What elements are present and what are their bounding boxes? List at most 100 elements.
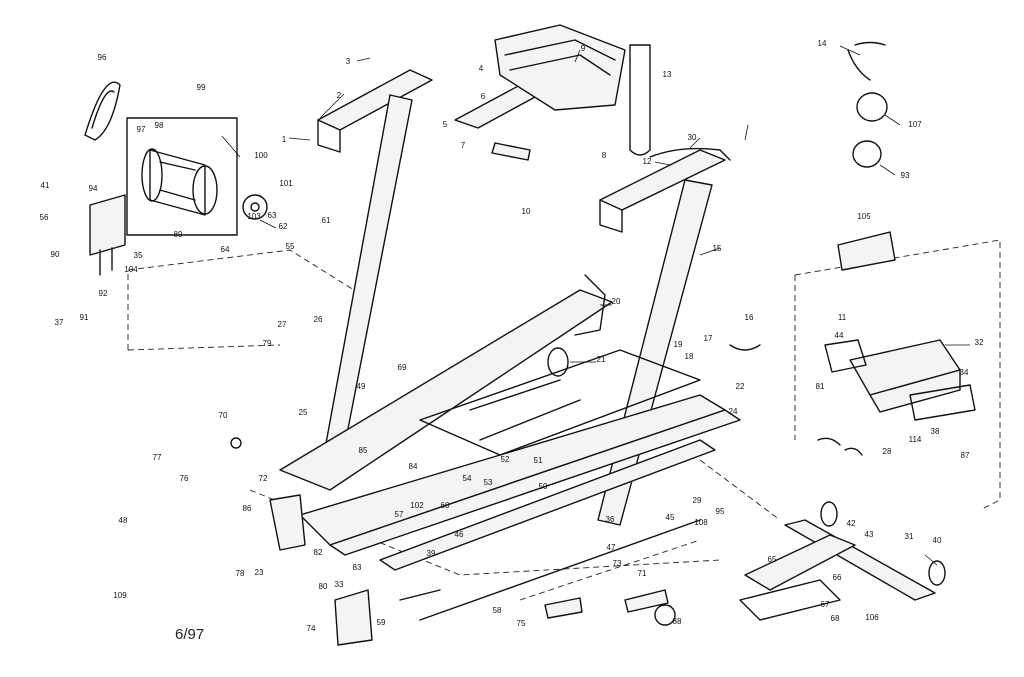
callout-13: 13: [663, 70, 672, 79]
bushing-70: [230, 437, 242, 449]
foot-pad: [544, 597, 583, 619]
callout-50: 50: [539, 482, 548, 491]
callout-102: 102: [410, 501, 424, 510]
callout-48: 48: [119, 516, 128, 525]
callout-51: 51: [534, 456, 543, 465]
callout-69: 69: [398, 363, 407, 372]
callout-33: 33: [335, 580, 344, 589]
drive-belt: [84, 81, 121, 141]
callout-15: 15: [713, 244, 722, 253]
callout-82: 82: [314, 548, 323, 557]
callout-114: 114: [909, 435, 922, 444]
callout-78: 78: [236, 569, 245, 578]
front-roller: [547, 347, 569, 377]
callout-92: 92: [99, 289, 108, 298]
callout-39: 39: [427, 549, 436, 558]
callout-45: 45: [666, 513, 675, 522]
callout-34: 34: [960, 368, 969, 377]
controller-tray: [824, 339, 976, 421]
callout-89: 89: [174, 230, 183, 239]
callout-96: 96: [98, 53, 107, 62]
power-cord: [649, 147, 731, 161]
safety-key-cord: [847, 41, 886, 81]
callout-93: 93: [901, 171, 910, 180]
callout-68: 68: [831, 614, 840, 623]
callout-26: 26: [314, 315, 323, 324]
callout-54: 54: [463, 474, 472, 483]
callout-70: 70: [219, 411, 228, 420]
motor-callout-box: [126, 117, 238, 236]
callout-4: 4: [479, 64, 484, 73]
callout-97: 97: [137, 125, 146, 134]
walking-deck: [269, 289, 741, 646]
callout-60: 60: [441, 501, 450, 510]
callout-98: 98: [155, 121, 164, 130]
callout-87: 87: [961, 451, 970, 460]
callout-85: 85: [359, 446, 368, 455]
callout-14: 14: [818, 39, 827, 48]
callout-53: 53: [484, 478, 493, 487]
callout-66: 66: [833, 573, 842, 582]
callout-labels: 1234567891011121314151617181920212223242…: [40, 39, 984, 633]
side-rail-right: [379, 439, 716, 571]
ground-wire: [817, 437, 863, 456]
pulley-gear: [242, 194, 268, 220]
loose-parts: [230, 41, 896, 626]
circuit-board: [824, 339, 867, 373]
callout-25: 25: [299, 408, 308, 417]
callout-73: 73: [613, 559, 622, 568]
callout-46: 46: [455, 530, 464, 539]
callout-99: 99: [197, 83, 206, 92]
line-cord: [729, 344, 761, 351]
callout-9: 9: [581, 44, 586, 53]
callout-28: 28: [883, 447, 892, 456]
callout-76: 76: [180, 474, 189, 483]
rear-endcap: [334, 589, 373, 646]
callout-8: 8: [602, 151, 607, 160]
handrail-right: [599, 149, 726, 211]
callout-62: 62: [279, 222, 288, 231]
callout-24: 24: [729, 407, 738, 416]
callout-80: 80: [319, 582, 328, 591]
callout-95: 95: [716, 507, 725, 516]
callout-52: 52: [501, 455, 510, 464]
callout-11: 11: [838, 313, 847, 322]
handrail-left: [317, 69, 433, 131]
callout-47: 47: [607, 543, 616, 552]
date-stamp: 6/97: [175, 626, 205, 643]
callout-107: 107: [908, 120, 922, 129]
callout-90: 90: [51, 250, 60, 259]
incline-wheel-left: [820, 501, 838, 527]
callout-10: 10: [522, 207, 531, 216]
console: [494, 24, 651, 156]
belt-93: [852, 140, 882, 168]
belt-107: [856, 92, 888, 122]
callout-31: 31: [905, 532, 914, 541]
callout-101: 101: [279, 179, 293, 188]
callout-43: 43: [865, 530, 874, 539]
callout-27: 27: [278, 320, 287, 329]
callout-56: 56: [40, 213, 49, 222]
callout-36: 36: [606, 515, 615, 524]
callout-5: 5: [443, 120, 448, 129]
callout-40: 40: [933, 536, 942, 545]
callout-23: 23: [255, 568, 264, 577]
callout-7: 7: [461, 141, 466, 150]
callout-65: 65: [768, 555, 777, 564]
callout-104: 104: [124, 265, 138, 274]
callout-44: 44: [835, 331, 844, 340]
callout-91: 91: [80, 313, 89, 322]
assembly-guide-lines: [127, 239, 1001, 601]
callout-55: 55: [286, 242, 295, 251]
callout-88: 88: [673, 617, 682, 626]
callout-20: 20: [612, 297, 621, 306]
callout-32: 32: [975, 338, 984, 347]
callout-74: 74: [307, 624, 316, 633]
callout-49: 49: [357, 382, 366, 391]
callout-86: 86: [243, 504, 252, 513]
callout-71: 71: [638, 569, 647, 578]
callout-61: 61: [322, 216, 331, 225]
callout-67: 67: [821, 600, 830, 609]
callout-1: 1: [282, 135, 287, 144]
